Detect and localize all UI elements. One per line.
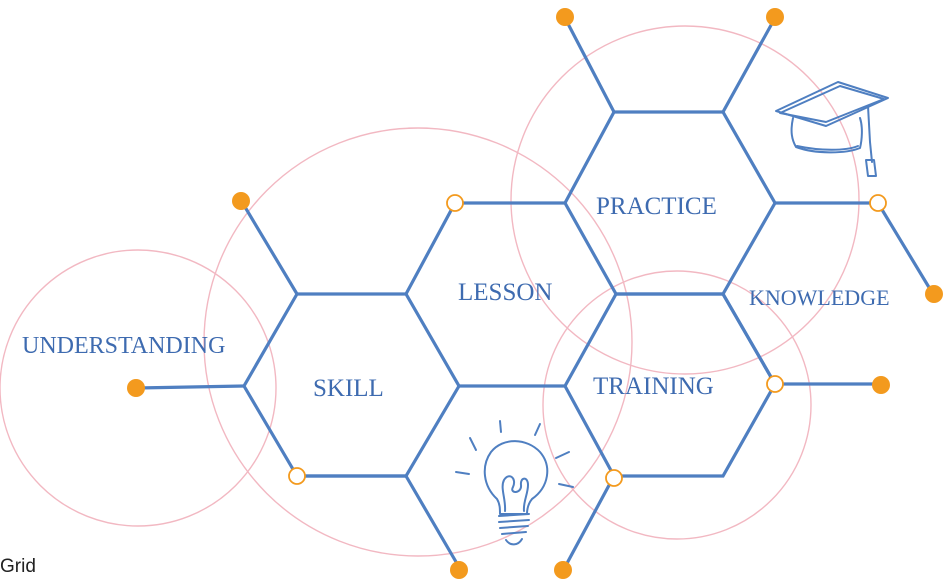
dot-bulb-left [450,561,468,579]
label-practice: PRACTICE [596,193,717,220]
label-skill: SKILL [313,375,384,402]
bulb-ray-6 [455,471,470,475]
dot-bulb-right [554,561,572,579]
label-training: TRAINING [593,373,714,400]
bulb-ray-3 [534,423,541,436]
ring-practice [510,25,860,375]
spoke-knowledge-diag [721,292,777,386]
ring-training [542,270,812,540]
spoke-knowledge-out [876,201,935,296]
bulb-ray-5 [558,483,574,488]
dot-practice-left [556,8,574,26]
dot-understanding [127,379,145,397]
ring-dot-lesson [446,194,464,212]
bulb-ray-4 [555,451,570,459]
dot-training-right [872,376,890,394]
label-knowledge: KNOWLEDGE [749,285,890,310]
label-understanding: UNDERSTANDING [22,333,225,359]
hex-training [563,292,777,478]
hex-bulb [404,474,461,569]
hex-labels: UNDERSTANDING SKILL LESSON PRACTICE TRAI… [22,193,890,402]
background-rings [0,25,860,557]
dot-practice-right [766,8,784,26]
hex-bulb-right [563,474,616,569]
spoke-practice-right [721,16,777,114]
hexagon-grid [135,16,935,569]
dot-knowledge [925,285,943,303]
bulb-ray-2 [499,420,502,433]
ring-dot-bulb [605,469,623,487]
ring-skill [203,127,633,557]
dot-skill-top [232,192,250,210]
label-lesson: LESSON [458,279,552,306]
ring-dot-knowledge [869,194,887,212]
caption-text: Grid [0,556,36,577]
spoke-skill-top [240,200,299,296]
spoke-understanding [135,384,246,390]
spoke-practice-left [563,16,616,114]
light-bulb-icon [455,420,574,546]
node-dots [127,8,943,579]
hex-lesson [404,201,618,388]
ring-dot-training [766,375,784,393]
ring-dot-skill-bottom [288,467,306,485]
graduation-cap-icon [775,81,889,177]
bulb-ray-1 [469,437,477,451]
ring-understanding [0,249,277,527]
